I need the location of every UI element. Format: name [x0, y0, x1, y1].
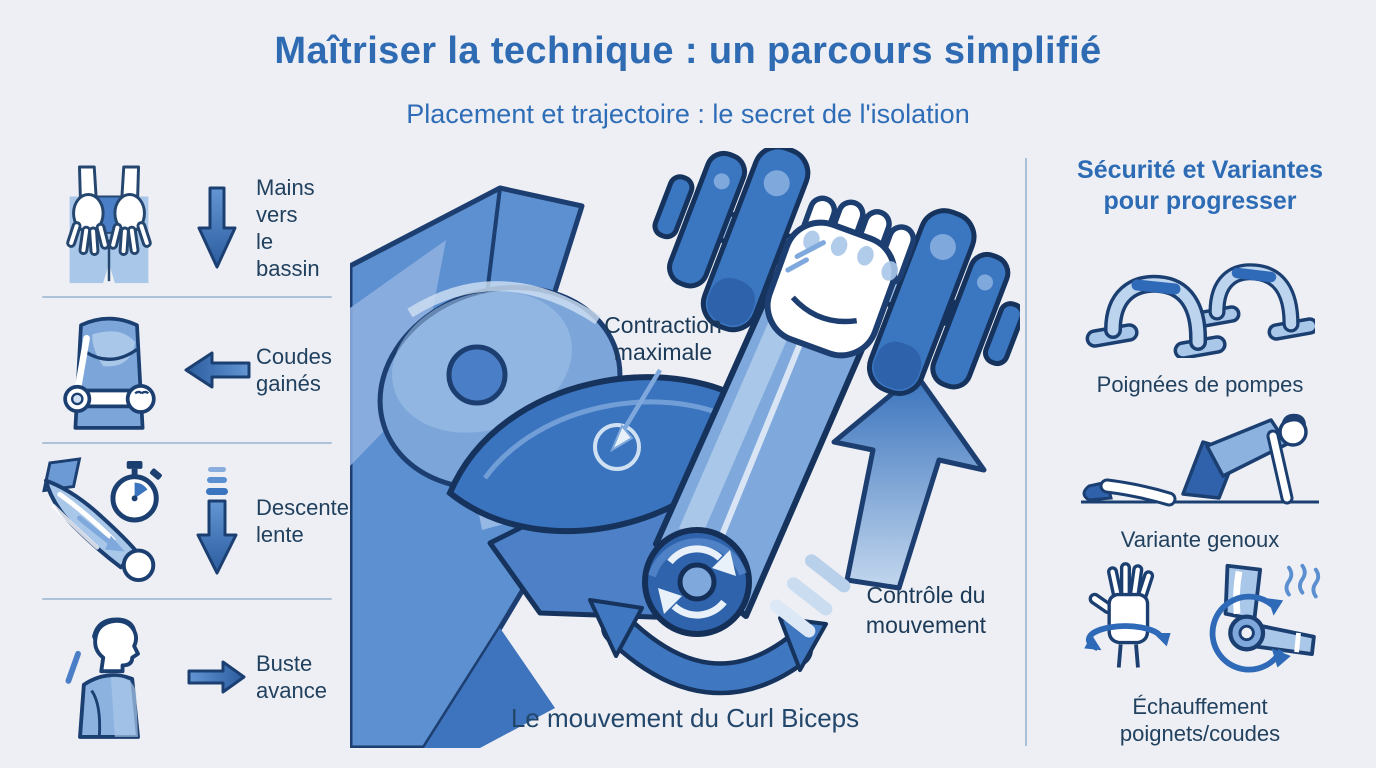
elbow-rotation-icon: [1199, 560, 1327, 685]
annotation-contraction-line1: Contraction: [604, 312, 722, 338]
step-slow-descent: Descente lente: [40, 446, 349, 596]
knee-pushup-icon: [1075, 398, 1325, 518]
slow-descent-stopwatch-icon: [40, 457, 178, 585]
step-torso-forward: Buste avance: [40, 602, 340, 752]
right-item-label-line2: poignets/coudes: [1119, 721, 1281, 746]
annotation-contraction-line2: maximale: [613, 339, 713, 365]
right-arrow-icon: [178, 658, 256, 696]
warmup-icons: [1073, 560, 1327, 685]
step-label-line1: Descente: [256, 495, 349, 520]
step-label-line1: Buste: [256, 651, 313, 676]
left-arrow-icon: [178, 348, 256, 392]
annotation-control-line2: mouvement: [865, 612, 987, 638]
elbows-tucked-icon: [40, 309, 178, 431]
right-panel-title-line1: Sécurité et Variantes: [1077, 156, 1323, 184]
step-label-line2: avance: [256, 678, 327, 703]
right-item-warmup: Échauffement poignets/coudes: [1038, 560, 1362, 747]
step-hands-to-pelvis: Mains vers le bassin: [40, 162, 340, 294]
step-label-line2: gainés: [256, 371, 321, 396]
step-label: Descente lente: [256, 494, 349, 548]
right-item-label-line1: Échauffement: [1132, 694, 1268, 719]
step-label-line1: Coudes: [256, 344, 332, 369]
step-label-line2: le bassin: [256, 229, 320, 281]
wrist-rotation-icon: [1073, 560, 1177, 685]
step-label-line2: lente: [256, 522, 304, 547]
pushup-handles-icon: [1085, 250, 1319, 363]
torso-forward-icon: [40, 614, 178, 740]
dashed-down-arrow-icon: [178, 465, 256, 577]
right-panel-title: Sécurité et Variantes pour progresser: [1038, 155, 1362, 217]
hands-on-pelvis-icon: [40, 165, 178, 291]
divider: [42, 598, 332, 600]
step-label: Coudes gainés: [256, 343, 332, 397]
right-item-label: Variante genoux: [1120, 527, 1280, 552]
right-item-label: Échauffement poignets/coudes: [1120, 693, 1280, 747]
annotation-contraction: Contraction maximale: [543, 312, 783, 366]
divider: [42, 296, 332, 298]
step-label: Buste avance: [256, 650, 327, 704]
step-elbows-tucked: Coudes gainés: [40, 300, 340, 440]
vertical-divider: [1025, 158, 1027, 746]
right-item-knee-pushup: Variante genoux: [1038, 398, 1362, 553]
divider: [42, 442, 332, 444]
down-arrow-icon: [178, 185, 256, 271]
page-title: Maîtriser la technique : un parcours sim…: [274, 30, 1102, 72]
annotation-control: Contrôle du mouvement: [828, 580, 1024, 640]
diagram-caption: Le mouvement du Curl Biceps: [510, 703, 860, 733]
right-item-pushup-handles: Poignées de pompes: [1038, 250, 1362, 398]
biceps-curl-illustration: [350, 148, 1020, 748]
right-panel-title-line2: pour progresser: [1103, 187, 1297, 215]
right-item-label: Poignées de pompes: [1096, 372, 1304, 397]
step-label-line1: Mains vers: [256, 175, 315, 227]
page-subtitle: Placement et trajectoire : le secret de …: [406, 99, 970, 129]
step-label: Mains vers le bassin: [256, 174, 340, 282]
annotation-control-line1: Contrôle du: [866, 582, 986, 608]
